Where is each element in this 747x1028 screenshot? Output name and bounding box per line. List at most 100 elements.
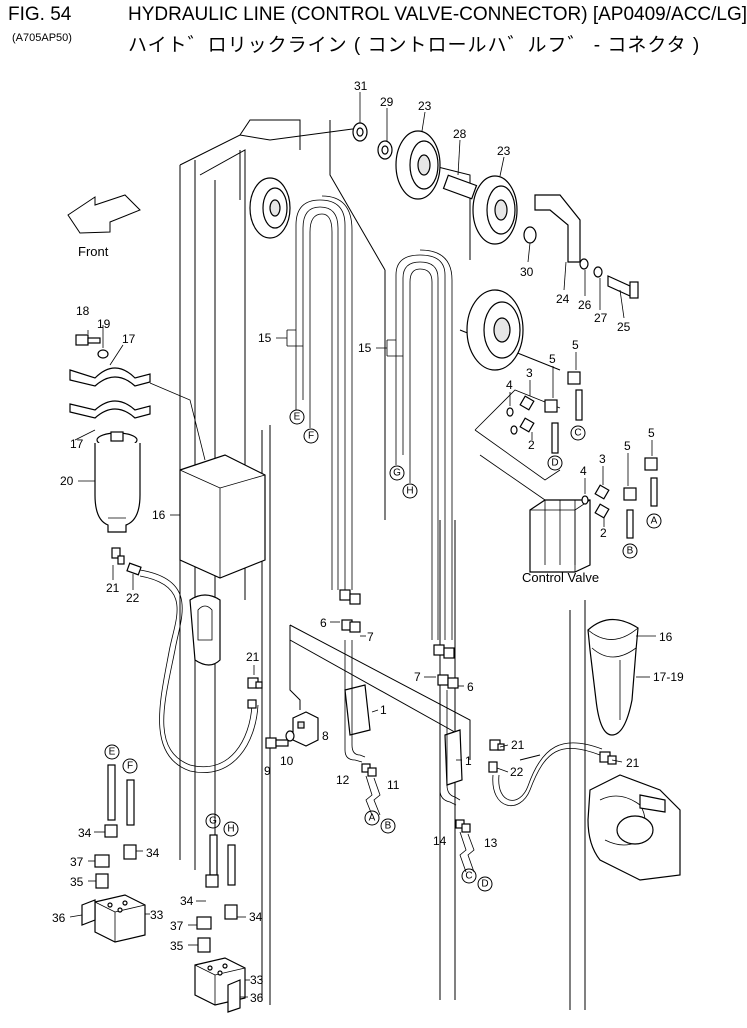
svg-text:C: C <box>465 871 472 882</box>
part-label: 14 <box>433 834 447 848</box>
part-label: 5 <box>624 439 631 453</box>
svg-text:H: H <box>227 824 234 835</box>
elbow-5-upper <box>544 399 558 413</box>
part-label: 2 <box>528 438 535 452</box>
part-label: 29 <box>380 95 394 109</box>
part-label: 27 <box>594 311 608 325</box>
part-label: 33 <box>150 908 164 922</box>
svg-text:F: F <box>308 431 314 442</box>
part-label: 35 <box>70 875 84 889</box>
part-label: 16 <box>152 508 166 522</box>
svg-text:A: A <box>369 813 376 824</box>
hose-loop-ef <box>295 195 353 590</box>
part-label: 5 <box>648 426 655 440</box>
figure-number: FIG. 54 <box>8 4 72 25</box>
part-label: 13 <box>484 836 498 850</box>
bolt-9 <box>265 737 289 749</box>
part-label: 20 <box>60 474 74 488</box>
svg-text:D: D <box>551 458 558 469</box>
part-label: 34 <box>249 910 263 924</box>
hose-ends-13-14 <box>455 819 475 873</box>
plug-37a <box>94 854 110 868</box>
callout-circle: C <box>461 868 477 884</box>
part-label: 37 <box>170 919 184 933</box>
bracket-24 <box>534 194 581 263</box>
callout-circle: G <box>389 465 405 481</box>
fitting-21-right <box>489 739 505 751</box>
part-label: 6 <box>467 680 474 694</box>
part-label: 34 <box>146 846 160 860</box>
elbow-5-lower-right <box>644 457 658 471</box>
nut-19 <box>97 349 109 359</box>
part-label: 15 <box>358 341 372 355</box>
fitting-4-lower <box>581 495 589 505</box>
pipe-b-lower <box>626 509 634 539</box>
part-label: 23 <box>418 99 432 113</box>
part-label: 34 <box>78 826 92 840</box>
part-label: 21 <box>511 738 525 752</box>
part-label: 30 <box>520 265 534 279</box>
washer-30 <box>523 226 537 244</box>
bracket-36b <box>227 979 241 1013</box>
bracket-8 <box>292 711 319 747</box>
part-label: 31 <box>354 79 368 93</box>
part-label: 3 <box>599 452 606 466</box>
connector-g-h-tubes <box>205 834 238 920</box>
part-label: 1 <box>380 703 387 717</box>
part-label: 12 <box>336 773 350 787</box>
part-label: 36 <box>250 991 264 1005</box>
block-33a <box>94 894 146 943</box>
svg-text:F: F <box>127 761 133 772</box>
hydraulic-diagram: Front <box>52 79 684 1013</box>
washer-26 <box>579 258 589 270</box>
bolt-18 <box>75 334 101 346</box>
svg-text:A: A <box>651 516 658 527</box>
callout-circle: H <box>223 821 239 837</box>
callout-circle: E <box>104 744 120 760</box>
part-label: 3 <box>526 366 533 380</box>
part-label: 6 <box>320 616 327 630</box>
hose-filter-left <box>139 569 259 773</box>
fitting-4-upper-b <box>510 425 518 435</box>
svg-text:G: G <box>393 468 401 479</box>
elbow-5-right <box>567 371 581 385</box>
clamp-17-lower <box>69 400 151 419</box>
callout-circle: D <box>547 455 563 471</box>
callout-circle: D <box>477 876 493 892</box>
cover-16-left <box>179 454 266 579</box>
part-label: 22 <box>126 591 140 605</box>
part-label: 1 <box>465 754 472 768</box>
part-label: 22 <box>510 765 524 779</box>
callout-circle: A <box>646 513 662 529</box>
filter-bracket-left <box>189 594 221 666</box>
part-label: 5 <box>549 352 556 366</box>
callout-circle: H <box>402 483 418 499</box>
front-label: Front <box>78 244 109 259</box>
fitting-21-far-right <box>599 751 617 765</box>
washer-31 <box>352 122 368 142</box>
elbow-5-lower <box>623 487 637 501</box>
svg-text:H: H <box>406 486 413 497</box>
part-label: 18 <box>76 304 90 318</box>
pipe-c-upper <box>575 389 583 421</box>
clamp-17-upper <box>69 367 151 387</box>
plate-1-left <box>344 640 371 763</box>
pulley-lower <box>466 289 524 371</box>
part-label: 28 <box>453 127 467 141</box>
hose-filter-right <box>492 742 603 806</box>
svg-text:D: D <box>481 879 488 890</box>
part-label: 21 <box>246 650 260 664</box>
fitting-3-lower-b <box>594 503 610 519</box>
front-arrow-icon <box>67 194 141 234</box>
callout-circle: A <box>364 810 380 826</box>
svg-text:B: B <box>385 821 392 832</box>
fitting-3-upper <box>519 395 535 411</box>
part-label: 16 <box>659 630 673 644</box>
pulley-23a <box>395 130 441 200</box>
svg-text:E: E <box>294 412 301 423</box>
part-label: 21 <box>626 756 640 770</box>
part-label: 26 <box>578 298 592 312</box>
filter-20 <box>94 431 141 533</box>
callout-circle: E <box>289 409 305 425</box>
part-label: 23 <box>497 144 511 158</box>
